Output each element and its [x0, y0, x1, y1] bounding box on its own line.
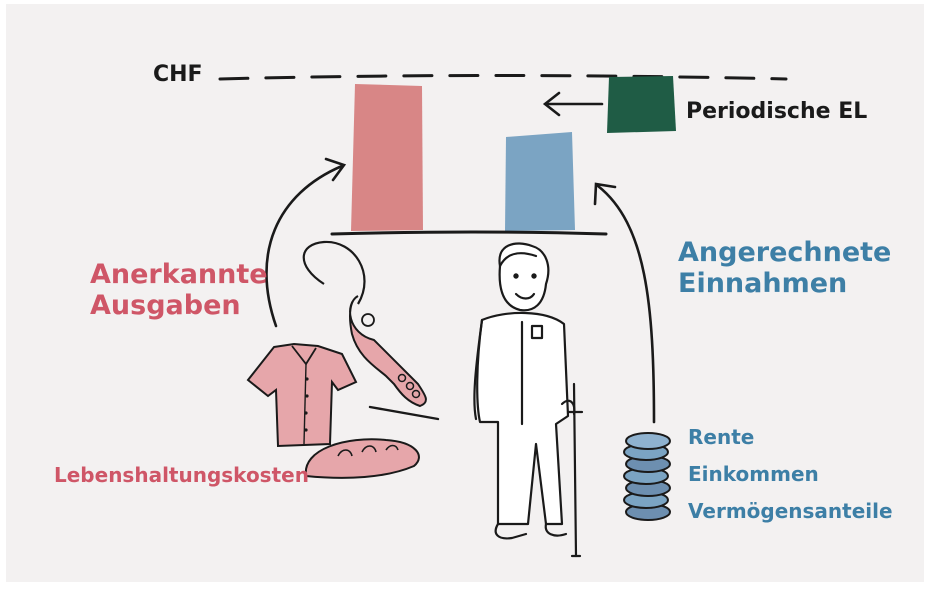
chf-level-dashed-line — [218, 74, 788, 81]
periodic-supplement-label: Periodische EL — [686, 99, 868, 124]
recognized-expenses-label: Anerkannte Ausgaben — [90, 259, 268, 322]
income-source-item: Einkommen — [688, 462, 819, 486]
diagram-illustration — [218, 74, 788, 558]
counted-income-label: Angerechnete Einnahmen — [678, 237, 891, 299]
elderly-person-icon — [473, 242, 584, 558]
shirt-icon — [246, 342, 358, 448]
coin-stack-icon — [623, 432, 671, 521]
currency-label: CHF — [153, 62, 203, 87]
recognized-expenses-bar — [351, 84, 423, 231]
counted-income-bar — [505, 132, 575, 231]
periodic-supplement-box — [607, 76, 676, 133]
income-source-item: Rente — [688, 425, 755, 449]
arrow-left-icon — [542, 91, 604, 117]
chart-baseline — [330, 230, 608, 236]
income-source-item: Vermögensanteile — [688, 499, 893, 523]
recognized-expenses-line1: Anerkannte — [90, 259, 268, 290]
curved-arrow-expenses-icon — [265, 157, 347, 328]
curved-arrow-income-icon — [593, 182, 656, 424]
key-icon — [302, 240, 427, 408]
connector-line — [368, 405, 440, 421]
diagram-canvas: CHF Periodische EL Anerkannte Ausgaben A… — [6, 4, 924, 582]
living-costs-label: Lebenshaltungskosten — [54, 463, 309, 487]
counted-income-line1: Angerechnete — [678, 237, 892, 268]
bread-icon — [304, 438, 420, 479]
counted-income-line2: Einnahmen — [678, 268, 848, 300]
recognized-expenses-line2: Ausgaben — [90, 290, 241, 322]
income-sources-list: Rente Einkommen Vermögensanteile — [688, 419, 893, 530]
